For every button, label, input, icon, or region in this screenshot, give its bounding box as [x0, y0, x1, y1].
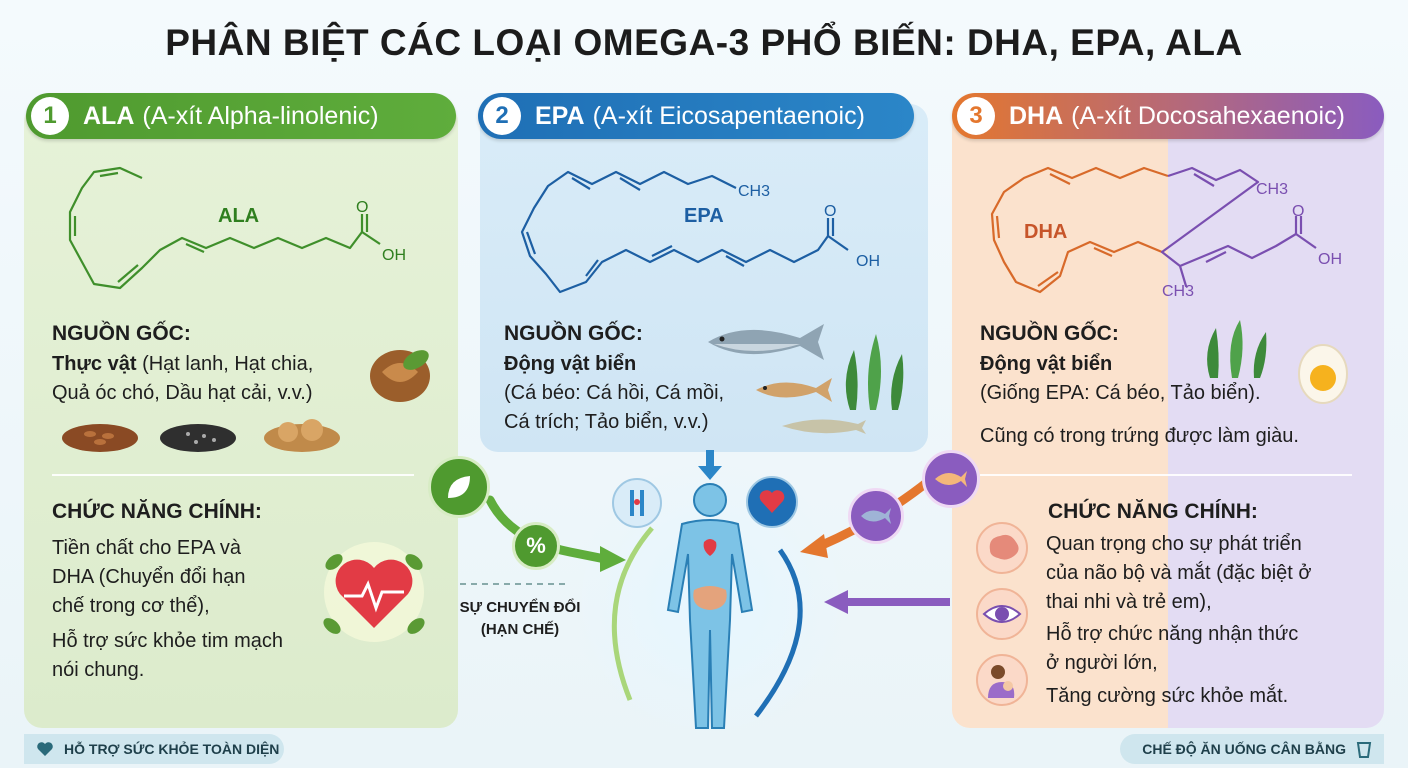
dha-header: 3 DHA (A-xít Docosahexaenoic): [952, 93, 1384, 139]
dha-source-bold: Động vật biển: [980, 353, 1113, 375]
dha-function-line: Tăng cường sức khỏe mắt.: [1046, 685, 1289, 707]
walnut-icon: [370, 350, 430, 402]
footer-left-text: HỖ TRỢ SỨC KHỎE TOÀN DIỆN: [64, 741, 280, 757]
ala-abbr: ALA: [83, 101, 135, 130]
ala-function-block: Tiền chất cho EPA và DHA (Chuyển đổi hạn…: [52, 534, 322, 685]
blood-vessel-icon: [612, 478, 662, 528]
footer-left-badge: HỖ TRỢ SỨC KHỎE TOÀN DIỆN: [24, 734, 284, 764]
eye-icon: [976, 588, 1028, 640]
dha-number-badge: 3: [957, 97, 995, 135]
dha-function-line: Hỗ trợ chức năng nhận thức: [1046, 623, 1299, 645]
dha-o-label: O: [1292, 203, 1304, 220]
heart-pulse-icon: [323, 542, 425, 642]
ala-fullname: (A-xít Alpha-linolenic): [142, 101, 379, 130]
herring-icon: [782, 419, 866, 434]
sardine-icon: [756, 378, 832, 402]
salmon-icon: [708, 324, 824, 360]
ala-source-rest: (Hạt lanh, Hạt chia,: [136, 353, 314, 375]
hands-heart-icon: [37, 742, 53, 756]
mother-baby-icon: [976, 654, 1028, 706]
dha-function-line: ở người lớn,: [1046, 652, 1158, 674]
ala-function-line: nói chung.: [52, 659, 145, 681]
epa-abbr: EPA: [535, 101, 585, 130]
ala-function-line: Tiền chất cho EPA và: [52, 537, 241, 559]
ala-function-line: chế trong cơ thể),: [52, 595, 210, 617]
epa-source-line: Cá trích; Tảo biển, v.v.): [504, 411, 709, 433]
dha-source-line: (Giống EPA: Cá béo, Tảo biển).: [980, 382, 1261, 404]
ala-function-line: DHA (Chuyển đổi hạn: [52, 566, 246, 588]
ala-molecule-label: ALA: [218, 205, 259, 227]
walnut-pile-icon: [264, 419, 340, 452]
epa-oh-label: OH: [856, 253, 880, 270]
percent-icon: %: [512, 522, 560, 570]
ala-oh-label: OH: [382, 247, 406, 264]
ala-function-line: Hỗ trợ sức khỏe tim mạch: [52, 630, 284, 652]
epa-source-bold: Động vật biển: [504, 353, 637, 375]
ala-function-title: CHỨC NĂNG CHÍNH:: [52, 500, 262, 523]
ala-o-label: O: [356, 199, 368, 216]
brain-icon: [976, 522, 1028, 574]
epa-molecule-label: EPA: [684, 205, 724, 227]
leaf-icon: [428, 456, 490, 518]
conversion-label: SỰ CHUYỂN ĐỔI (HẠN CHẾ): [455, 597, 585, 641]
human-body-icon: [666, 483, 754, 729]
dha-abbr: DHA: [1009, 101, 1064, 130]
epa-number-badge: 2: [483, 97, 521, 135]
ala-divider: [52, 474, 414, 476]
epa-ch3-label: CH3: [738, 183, 770, 200]
epa-header: 2 EPA (A-xít Eicosapentaenoic): [478, 93, 914, 139]
ala-source-line1: Thực vật (Hạt lanh, Hạt chia,: [52, 350, 313, 379]
dha-molecule-label: DHA: [1024, 221, 1067, 243]
dha-divider: [980, 474, 1352, 476]
dha-oh-label: OH: [1318, 251, 1342, 268]
ala-source-bold: Thực vật: [52, 353, 137, 375]
dha-function-line: của não bộ và mắt (đặc biệt ở: [1046, 562, 1312, 584]
epa-o-label: O: [824, 203, 836, 220]
dha-ch3-label-2: CH3: [1162, 283, 1194, 300]
dha-function-item: Quan trọng cho sự phát triển của não bộ …: [1046, 530, 1376, 617]
dha-molecule: [990, 166, 1317, 294]
ala-header: 1 ALA (A-xít Alpha-linolenic): [26, 93, 456, 139]
seaweed-icon: [1207, 320, 1267, 378]
conversion-line: SỰ CHUYỂN ĐỔI: [459, 599, 581, 616]
epa-source-line: (Cá béo: Cá hồi, Cá mồi,: [504, 382, 725, 404]
fish-icon: [848, 488, 904, 544]
ala-molecule: [68, 166, 381, 290]
footer-right-text: CHẾ ĐỘ ĂN UỐNG CÂN BẰNG: [1142, 741, 1346, 757]
ala-source-title: NGUỒN GỐC:: [52, 322, 191, 345]
chia-seed-icon: [160, 424, 236, 452]
page-title: PHÂN BIỆT CÁC LOẠI OMEGA-3 PHỔ BIẾN: DHA…: [165, 22, 1243, 63]
heart-icon: [746, 476, 798, 528]
epa-fullname: (A-xít Eicosapentaenoic): [592, 101, 865, 130]
dha-function-item: Hỗ trợ chức năng nhận thức ở người lớn,: [1046, 620, 1376, 678]
dha-source-title: NGUỒN GỐC:: [980, 322, 1119, 345]
seaweed-icon: [845, 334, 904, 410]
dha-function-item: Tăng cường sức khỏe mắt.: [1046, 682, 1376, 711]
dha-source-extra: Cũng có trong trứng được làm giàu.: [980, 425, 1299, 447]
ala-source-line2: Quả óc chó, Dầu hạt cải, v.v.): [52, 382, 313, 404]
fish-icon: [922, 450, 980, 508]
epa-molecule: [520, 170, 849, 294]
footer-right-badge: CHẾ ĐỘ ĂN UỐNG CÂN BẰNG: [1120, 734, 1384, 764]
epa-source-title: NGUỒN GỐC:: [504, 322, 643, 345]
dha-function-line: Quan trọng cho sự phát triển: [1046, 533, 1302, 555]
conversion-line: (HẠN CHẾ): [480, 621, 560, 638]
egg-icon: [1298, 344, 1348, 404]
dha-ch3-label: CH3: [1256, 181, 1288, 198]
ala-number-badge: 1: [31, 97, 69, 135]
flaxseed-icon: [62, 424, 138, 452]
dha-function-line: thai nhi và trẻ em),: [1046, 591, 1212, 613]
dha-function-title: CHỨC NĂNG CHÍNH:: [1048, 500, 1258, 523]
body-conversion-diagram: [460, 450, 950, 740]
glass-icon: [1356, 742, 1372, 758]
dha-fullname: (A-xít Docosahexaenoic): [1071, 101, 1345, 130]
